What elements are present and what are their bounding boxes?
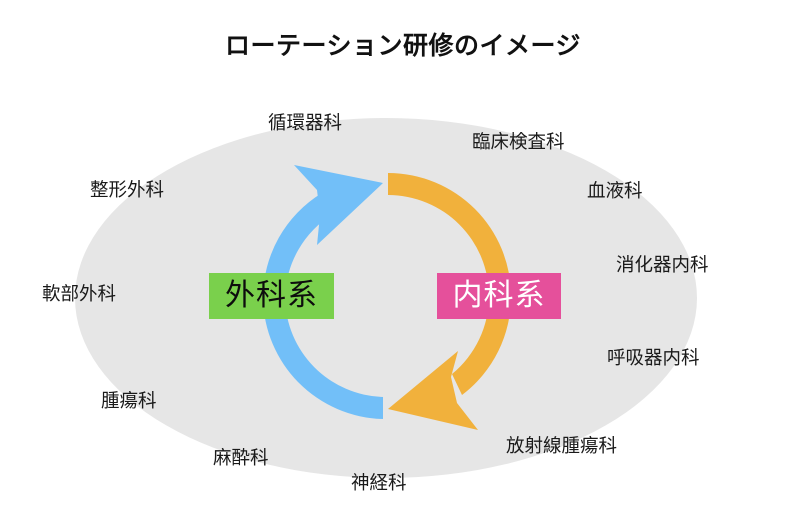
dept-radiation-oncology: 放射線腫瘍科	[506, 436, 618, 457]
surgical-arrow-head	[294, 165, 383, 245]
background-ellipse	[75, 118, 697, 478]
internal-label-box	[437, 273, 561, 319]
surgical-arrow-shaft	[263, 193, 383, 419]
dept-gastroenterology: 消化器内科	[616, 255, 709, 276]
internal-arrow-shaft	[388, 173, 512, 395]
dept-neurology: 神経科	[351, 473, 407, 494]
dept-orthopedic-surgery: 整形外科	[90, 180, 165, 201]
dept-respiratory: 呼吸器内科	[607, 348, 700, 369]
dept-clinical-laboratory: 臨床検査科	[472, 132, 565, 153]
dept-soft-tissue-surgery: 軟部外科	[42, 284, 117, 305]
dept-hematology: 血液科	[587, 181, 643, 202]
diagram-title: ローテーション研修のイメージ	[224, 31, 581, 60]
surgical-label-box	[209, 273, 334, 319]
internal-group-label: 内科系	[452, 278, 546, 313]
surgical-group-label: 外科系	[225, 278, 318, 313]
internal-arrow-icon	[388, 173, 512, 430]
surgical-arrow-icon	[263, 165, 383, 419]
dept-cardiology: 循環器科	[268, 113, 343, 134]
dept-anesthesiology: 麻酔科	[213, 448, 269, 469]
internal-arrow-head	[388, 351, 478, 430]
dept-oncology: 腫瘍科	[101, 391, 157, 412]
